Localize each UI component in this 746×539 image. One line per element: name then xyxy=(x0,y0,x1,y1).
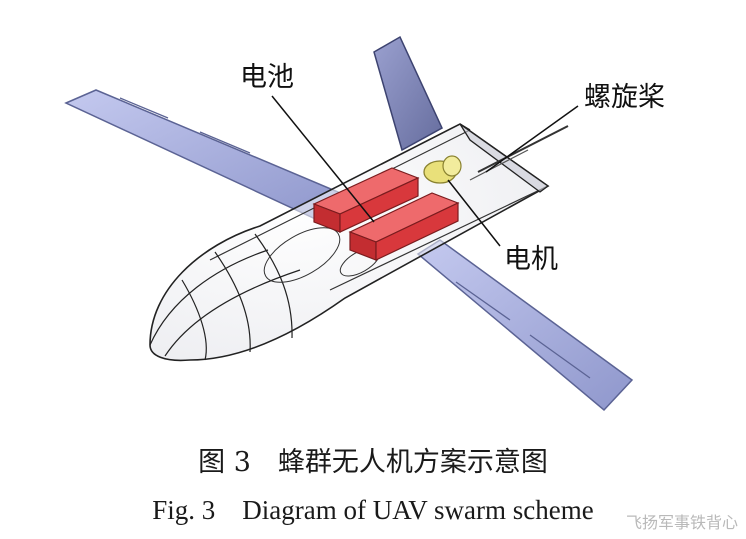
battery-leader xyxy=(271,95,375,223)
uav-diagram: 电池 螺旋桨 电机 xyxy=(64,35,665,412)
caption-chinese: 图 3 蜂群无人机方案示意图 xyxy=(198,447,548,478)
motor-label: 电机 xyxy=(504,244,558,275)
motor xyxy=(423,155,462,184)
battery-pack xyxy=(312,167,460,261)
tail-fin xyxy=(373,35,443,152)
propeller-label: 螺旋桨 xyxy=(584,82,665,113)
battery-label: 电池 xyxy=(240,62,294,93)
motor-leader xyxy=(447,179,501,247)
left-wing xyxy=(64,89,340,223)
propeller xyxy=(469,125,569,181)
caption-english: Fig. 3 Diagram of UAV swarm scheme xyxy=(152,495,594,525)
watermark: 飞扬军事铁背心 xyxy=(625,513,738,532)
propeller-leader xyxy=(485,105,579,173)
